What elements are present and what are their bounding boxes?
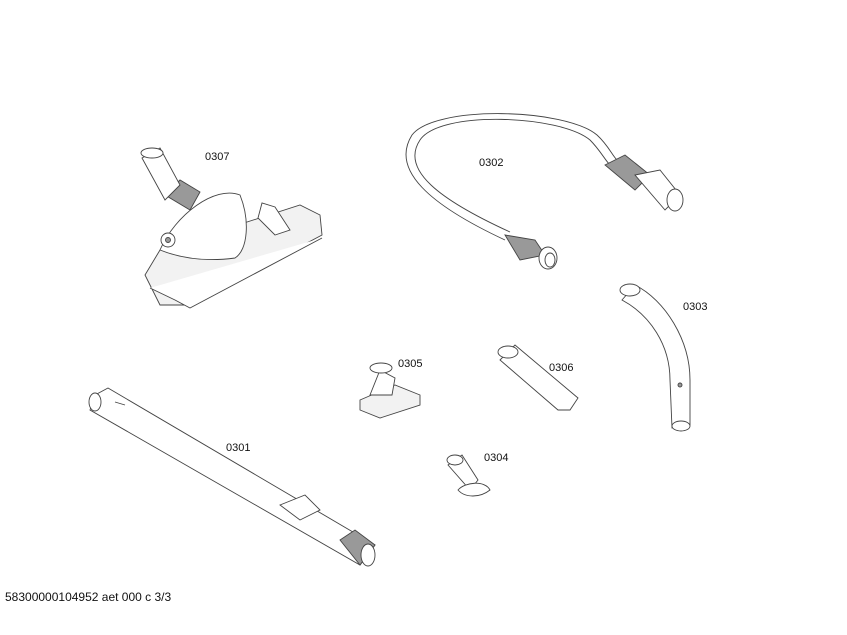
hose-drawing — [405, 113, 684, 270]
telescopic-tube-drawing — [88, 387, 376, 567]
crevice-nozzle-drawing — [497, 344, 579, 411]
part-label-0305[interactable]: 0305 — [398, 358, 423, 370]
document-footer: 58300000104952 aet 000 c 3/3 — [5, 590, 172, 604]
floor-nozzle-drawing — [140, 147, 323, 309]
small-nozzle-drawing — [446, 454, 491, 497]
part-label-0307[interactable]: 0307 — [205, 151, 230, 163]
part-label-0303[interactable]: 0303 — [683, 301, 708, 313]
part-label-0306[interactable]: 0306 — [549, 362, 574, 374]
part-label-0302[interactable]: 0302 — [479, 157, 504, 169]
upholstery-nozzle-drawing — [359, 362, 421, 419]
part-label-0301[interactable]: 0301 — [226, 442, 251, 454]
part-label-0304[interactable]: 0304 — [484, 452, 509, 464]
handle-drawing — [619, 283, 691, 432]
